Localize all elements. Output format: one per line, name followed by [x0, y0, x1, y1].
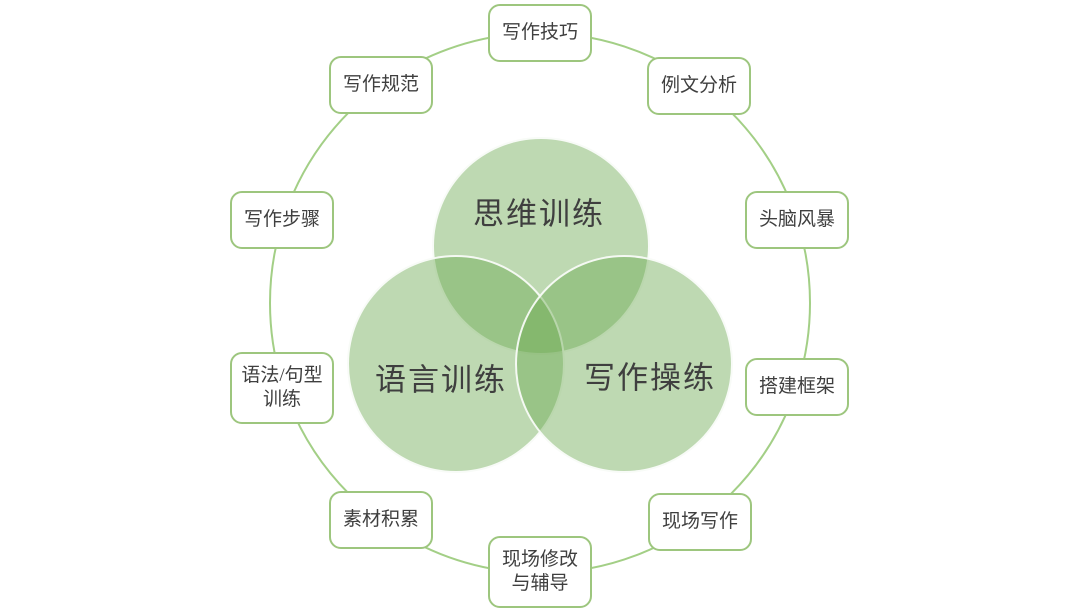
- node-writing-skills: 写作技巧: [488, 4, 592, 62]
- node-build-framework: 搭建框架: [745, 358, 849, 416]
- node-writing-steps: 写作步骤: [230, 191, 334, 249]
- node-brainstorming-label: 头脑风暴: [758, 209, 835, 231]
- node-onsite-revision: 现场修改 与辅导: [488, 536, 592, 608]
- node-material-collection: 素材积累: [329, 491, 433, 549]
- node-onsite-writing-label: 现场写作: [661, 511, 738, 533]
- node-onsite-revision-label: 现场修改 与辅导: [501, 549, 578, 594]
- venn-label-writing: 写作操练: [584, 360, 716, 396]
- node-example-analysis: 例文分析: [647, 57, 751, 115]
- venn-circle-writing: [515, 255, 733, 473]
- node-build-framework-label: 搭建框架: [758, 376, 835, 398]
- node-grammar-sentence: 语法/句型 训练: [230, 352, 334, 424]
- node-onsite-writing: 现场写作: [648, 493, 752, 551]
- node-grammar-sentence-label: 语法/句型 训练: [241, 365, 323, 410]
- node-example-analysis-label: 例文分析: [660, 75, 737, 97]
- node-brainstorming: 头脑风暴: [745, 191, 849, 249]
- venn-label-language: 语言训练: [375, 362, 507, 398]
- venn-label-thinking: 思维训练: [473, 196, 605, 232]
- node-writing-standards: 写作规范: [329, 56, 433, 114]
- node-writing-skills-label: 写作技巧: [501, 22, 578, 44]
- node-writing-steps-label: 写作步骤: [243, 209, 320, 231]
- node-writing-standards-label: 写作规范: [342, 74, 419, 96]
- node-material-collection-label: 素材积累: [342, 509, 419, 531]
